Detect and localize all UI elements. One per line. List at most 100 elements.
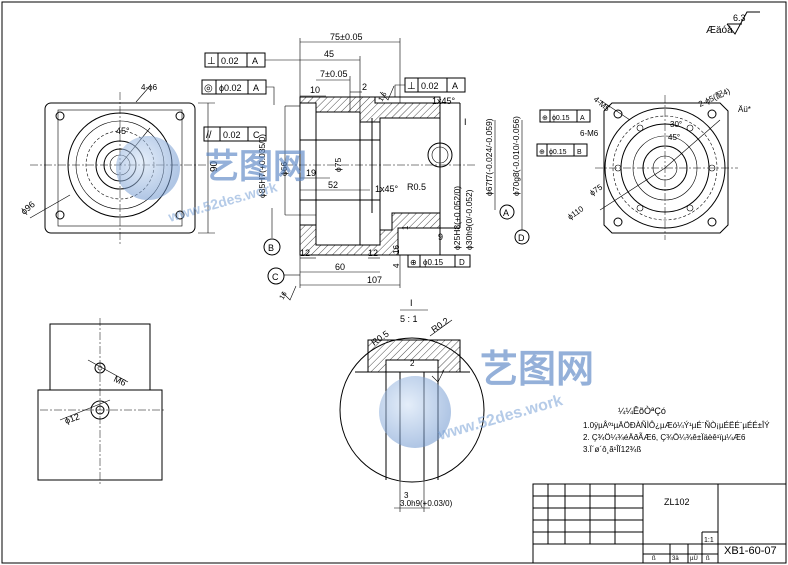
gdt-datum: A bbox=[452, 81, 458, 91]
detail-dim3: 3 bbox=[404, 491, 409, 500]
dim-dia25: ϕ25H8(+0.052/0) bbox=[452, 186, 462, 250]
gdt-symbol: ⊥ bbox=[207, 56, 216, 67]
gdt-value: 0.02 bbox=[421, 81, 439, 91]
roughness-symbol: Æäóà 6.3 bbox=[706, 11, 760, 36]
dim-60: 60 bbox=[335, 262, 345, 272]
title-cell-3: µÚ bbox=[690, 555, 698, 562]
dim-9: 9 bbox=[438, 232, 443, 242]
gdt-datum: A bbox=[252, 56, 258, 66]
watermark-brand-top: 艺图网 bbox=[205, 148, 307, 186]
small-dia12: ϕ12 bbox=[63, 411, 81, 426]
gdt-datum: C bbox=[253, 130, 260, 140]
dim-dia75: ϕ75 bbox=[333, 158, 343, 172]
gdt-position-right-1: ⊕ ϕ0.15 A bbox=[539, 109, 591, 123]
title-cell-1: ß bbox=[652, 556, 656, 562]
dim-dia85: ϕ85H7(+0.035/0) bbox=[257, 134, 267, 198]
dim-52: 52 bbox=[328, 180, 338, 190]
title-cell-4: ß bbox=[706, 556, 710, 562]
watermark-logo-bottom bbox=[379, 376, 451, 448]
gdt-datum: A bbox=[580, 115, 585, 122]
roughness-16a: 16 bbox=[279, 291, 289, 301]
dim-12b: 12 bbox=[368, 248, 378, 258]
gdt-value: 0.02 bbox=[221, 56, 239, 66]
gdt-datum: D bbox=[459, 258, 465, 267]
notes-title: ¼¼ÊõÒªÇó bbox=[618, 406, 666, 416]
datum-c: C bbox=[272, 272, 279, 282]
left-holes-label: 4-ϕ6 bbox=[141, 83, 158, 92]
right-holes-m6: 6-M6 bbox=[580, 129, 599, 138]
gdt-perpendicularity-top: ⊥ 0.02 A bbox=[204, 52, 300, 68]
title-scale: 1:1 bbox=[704, 537, 714, 544]
gdt-value: ϕ0.02 bbox=[219, 83, 242, 93]
detail-title: I bbox=[410, 298, 413, 308]
gdt-symbol: ⊕ bbox=[410, 258, 417, 267]
small-m6: M6 bbox=[112, 374, 128, 388]
dim-10: 10 bbox=[310, 85, 320, 95]
section-view: 75±0.05 45 7±0.05 2 10 1x45° 19 52 1x45°… bbox=[257, 32, 530, 301]
dim-r05: R0.5 bbox=[407, 182, 426, 192]
roughness-label: Æäóà bbox=[706, 25, 733, 36]
left-dim-90: 90 bbox=[209, 160, 220, 172]
gdt-value: 0.02 bbox=[223, 130, 241, 140]
dim-107: 107 bbox=[367, 275, 382, 285]
dim-dia66: ϕ66 bbox=[279, 162, 289, 176]
right-holes-45: 2-ϕ5(配4) bbox=[697, 86, 732, 109]
left-dim-96: ϕ96 bbox=[19, 199, 37, 216]
dim-7: 7±0.05 bbox=[320, 69, 347, 79]
title-material: ZL102 bbox=[664, 497, 690, 507]
detail-2: 2 bbox=[410, 359, 415, 368]
dim-overall: 75±0.05 bbox=[330, 32, 362, 42]
detail-r02: R0.2 bbox=[429, 316, 450, 335]
right-angle-30: 30° bbox=[670, 120, 682, 129]
technical-notes: ¼¼ÊõÒªÇó 1.0ÿµÅº¹µÄÖÐÀÑÌÔ¿µÆó¼Ý¹µÉ¨ÑÒ¡µÉ… bbox=[583, 406, 770, 454]
detail-dim3h9: 3.0h9(+0.03/0) bbox=[400, 499, 453, 508]
chamfer-mid: 1x45° bbox=[375, 184, 399, 194]
gdt-value: ϕ0.15 bbox=[549, 149, 567, 156]
left-angle-label: 45° bbox=[116, 126, 130, 136]
title-drawing-no: XB1-60-07 bbox=[724, 545, 777, 557]
notes-line-2: 2. Ç¾Ö¼¾éÄðÃÆ6, Ç¾Ö¼¾ê±Ïäèê¹ïµ¼Æ6 bbox=[583, 433, 746, 442]
gdt-datum: A bbox=[253, 83, 259, 93]
dim-16: 16 bbox=[392, 245, 401, 254]
gdt-perpendicularity-right: ⊥ 0.02 A bbox=[394, 77, 466, 97]
gdt-symbol: ◎ bbox=[204, 83, 213, 94]
watermark-top: 艺图网 www.52des.work bbox=[116, 136, 307, 225]
roughness-value: 6.3 bbox=[733, 13, 746, 23]
gdt-position-right-2: ⊕ ϕ0.15 B bbox=[536, 143, 588, 157]
gdt-concentricity: ◎ ϕ0.02 A bbox=[201, 79, 275, 105]
section-mark: I bbox=[464, 117, 467, 127]
datum-b: B bbox=[268, 243, 274, 253]
small-view: M6 ϕ12 bbox=[37, 318, 165, 485]
roughness-16b: 1.6 bbox=[378, 91, 389, 103]
watermark-brand-bottom: 艺图网 bbox=[480, 349, 594, 391]
right-dim-75: ϕ75 bbox=[588, 182, 605, 197]
dim-45: 45 bbox=[324, 49, 334, 59]
datum-d: D bbox=[518, 233, 525, 243]
right-dim-110: ϕ110 bbox=[566, 204, 586, 222]
right-angle-45: 45° bbox=[668, 133, 680, 142]
dim-12a: 12 bbox=[300, 248, 310, 258]
gdt-value: ϕ0.15 bbox=[423, 258, 444, 267]
gdt-symbol: ⊕ bbox=[542, 115, 548, 122]
chamfer-top: 1x45° bbox=[432, 96, 456, 106]
gdt-symbol: // bbox=[206, 130, 212, 141]
right-note: Äü* bbox=[738, 105, 751, 114]
dim-dia67: ϕ67f7(-0.024/-0.059) bbox=[484, 118, 494, 196]
gdt-symbol: ⊥ bbox=[407, 81, 416, 92]
gdt-datum: B bbox=[577, 149, 582, 156]
watermark-url-bottom: www.52des.work bbox=[435, 392, 564, 444]
dim-dia70: ϕ70g8(-0.010/-0.056) bbox=[511, 116, 521, 196]
right-view: 4-M5 6-M6 2-ϕ5(配4) Äü* ϕ75 ϕ110 45° 30° bbox=[566, 86, 751, 240]
notes-line-1: 1.0ÿµÅº¹µÄÖÐÀÑÌÔ¿µÆó¼Ý¹µÉ¨ÑÒ¡µÉËÉ¨µÉÉ±ÎÝ bbox=[583, 421, 770, 430]
title-cell-2: 3ä bbox=[672, 556, 679, 562]
dim-1: 1 bbox=[401, 225, 410, 230]
gdt-parallelism: // 0.02 C bbox=[203, 126, 267, 142]
notes-line-3: 3.Ï´ø´ô¸ã¹ÎÏ12¾ß bbox=[583, 445, 641, 454]
right-holes-m5: 4-M5 bbox=[592, 95, 612, 114]
datum-a: A bbox=[503, 208, 509, 218]
watermark-logo-top bbox=[116, 136, 180, 200]
title-block: ZL102 1:1 XB1-60-07 ß 3ä µÚ ß bbox=[532, 483, 787, 564]
detail-scale: 5 : 1 bbox=[400, 314, 418, 324]
